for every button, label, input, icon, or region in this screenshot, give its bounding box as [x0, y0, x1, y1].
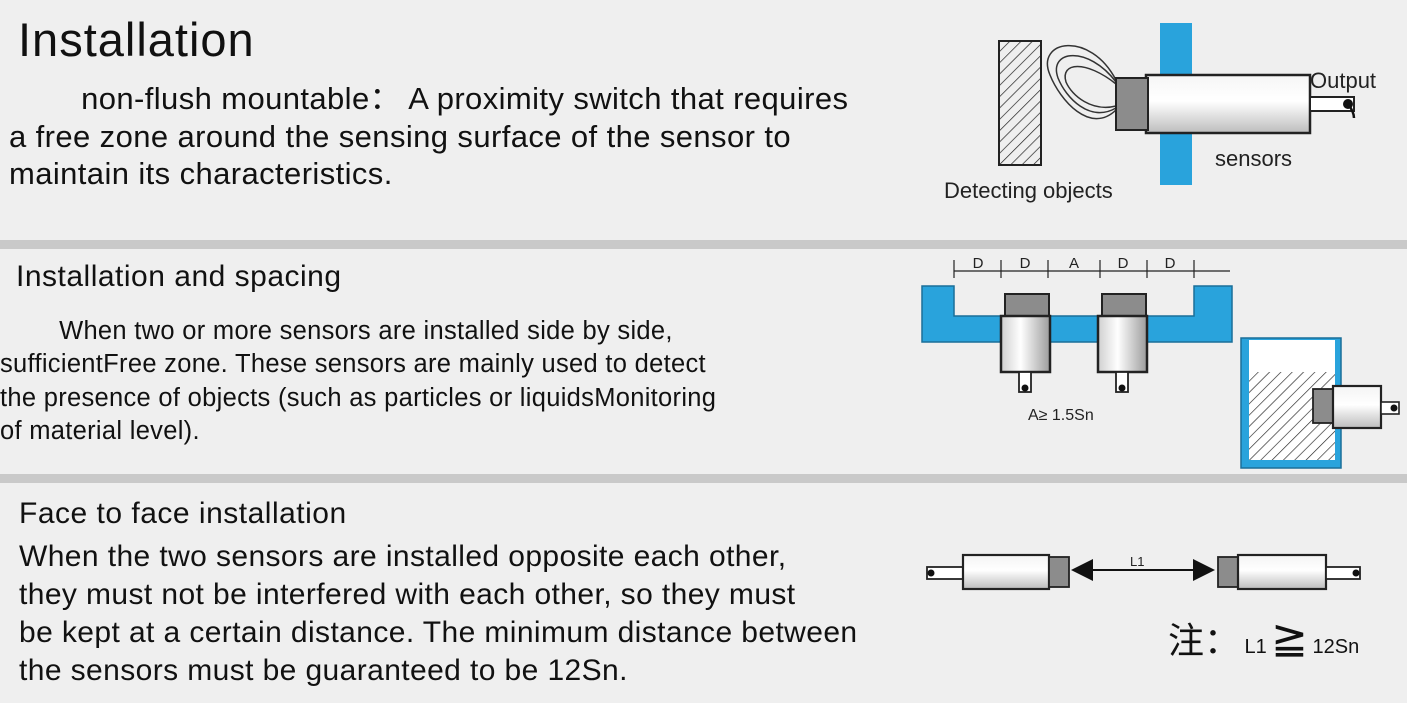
- distance-note: 注： L1 ≧ 12Sn: [1168, 612, 1359, 664]
- spacing-condition: A≥ 1.5Sn: [1028, 407, 1094, 424]
- sensor-body: [961, 553, 1051, 591]
- dim-label-a: A: [1069, 255, 1079, 272]
- text-line: the presence of objects (such as particl…: [0, 383, 717, 412]
- text-line: non-flush mountable： A proximity switch …: [9, 81, 849, 116]
- text-line: maintain its characteristics.: [9, 156, 393, 191]
- sensor-face: [1217, 556, 1239, 588]
- magnetic-field-lines: [1046, 44, 1117, 120]
- sensor-face: [1004, 293, 1050, 317]
- text-line: they must not be interfered with each ot…: [19, 578, 796, 611]
- dim-label-d: D: [1020, 255, 1031, 272]
- text-line: a free zone around the sensing surface o…: [9, 118, 791, 154]
- detecting-objects-label: Detecting objects: [944, 178, 1113, 203]
- sensor-body: [1331, 384, 1383, 430]
- note-value: 12Sn: [1312, 636, 1360, 658]
- sensor-cable: [1309, 96, 1355, 112]
- sensor-body: [1236, 553, 1328, 591]
- sensor-body: [1144, 73, 1312, 135]
- distance-label: L1: [1130, 554, 1144, 569]
- installation-description: non-flush mountable： A proximity switch …: [9, 80, 848, 193]
- side-by-side-spacing-diagram: D D A D D A≥ 1.5Sn: [921, 255, 1400, 469]
- section-divider: [0, 474, 1407, 483]
- section-divider: [0, 240, 1407, 249]
- sensor-face: [1312, 388, 1334, 424]
- spacing-description: When two or more sensors are installed s…: [0, 315, 716, 448]
- output-label: Output: [1310, 68, 1376, 93]
- note-prefix: 注：: [1168, 621, 1241, 662]
- dim-label-d: D: [973, 255, 984, 272]
- sensors-label: sensors: [1215, 146, 1292, 171]
- sensor-face: [1115, 77, 1149, 131]
- text-line: When the two sensors are installed oppos…: [19, 540, 787, 573]
- dim-label-d: D: [1118, 255, 1129, 272]
- section-title-installation: Installation: [18, 13, 255, 66]
- text-line: sufficientFree zone. These sensors are m…: [0, 350, 706, 379]
- mounting-plate-profile: [921, 285, 1233, 343]
- non-flush-mount-diagram: Output sensors Detecting objects: [944, 23, 1376, 203]
- face-to-face-description: When the two sensors are installed oppos…: [19, 538, 858, 690]
- section-title-spacing: Installation and spacing: [16, 260, 342, 293]
- detecting-object-block: [998, 40, 1042, 166]
- text-line: When two or more sensors are installed s…: [0, 317, 673, 345]
- sensor-face: [1048, 556, 1070, 588]
- text-line: of material level).: [0, 416, 200, 445]
- dim-label-d: D: [1165, 255, 1176, 272]
- note-l1: L1: [1244, 636, 1267, 658]
- face-to-face-diagram: L1: [926, 553, 1361, 591]
- sensor-body: [1096, 314, 1149, 374]
- sensor-face: [1101, 293, 1147, 317]
- note-sign: ≧: [1271, 613, 1309, 664]
- sensor-body: [999, 314, 1052, 374]
- text-line: be kept at a certain distance. The minim…: [19, 616, 858, 649]
- section-title-face-to-face: Face to face installation: [19, 497, 347, 530]
- text-line: the sensors must be guaranteed to be 12S…: [19, 654, 628, 687]
